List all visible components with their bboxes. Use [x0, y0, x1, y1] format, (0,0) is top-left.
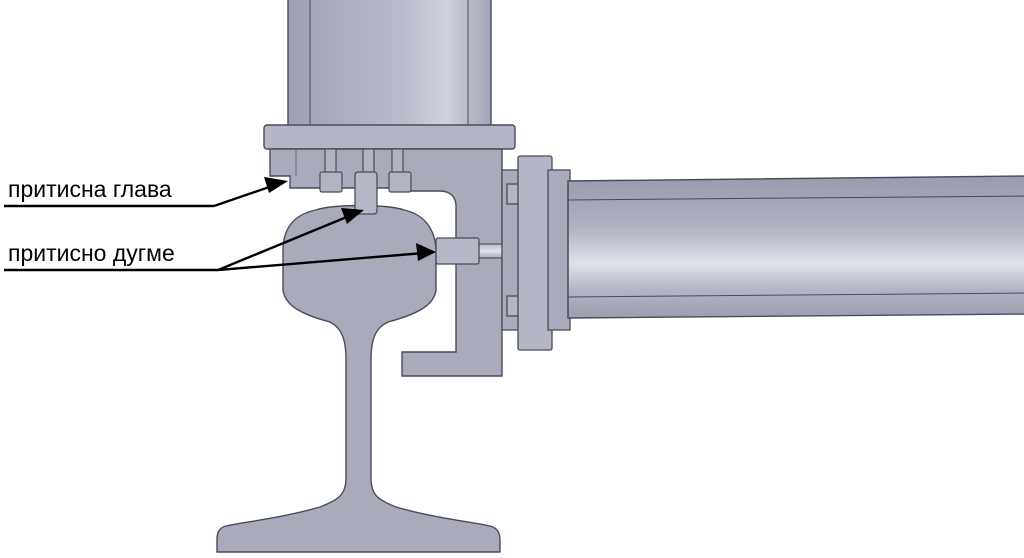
pressure-button — [435, 237, 480, 265]
arrowheads — [264, 177, 436, 261]
arrowhead-pressure-tip — [341, 208, 364, 224]
leader-lines — [4, 182, 425, 272]
arrowhead-pressure-head — [264, 177, 288, 193]
arrowhead-pressure-button — [416, 243, 436, 261]
label-pressure-head: притисна глава — [8, 176, 172, 202]
pressure-head-tip — [354, 171, 378, 215]
rail-profile — [216, 204, 501, 553]
head-studs — [319, 148, 412, 193]
label-pressure-button: притисно дугме — [8, 240, 175, 266]
leader-button-arrow-2 — [217, 251, 425, 272]
vertical-cylinder — [287, 0, 492, 127]
leader-button-arrow-1 — [217, 212, 355, 272]
horizontal-mount — [501, 155, 571, 351]
cylinder-flange — [263, 124, 516, 150]
